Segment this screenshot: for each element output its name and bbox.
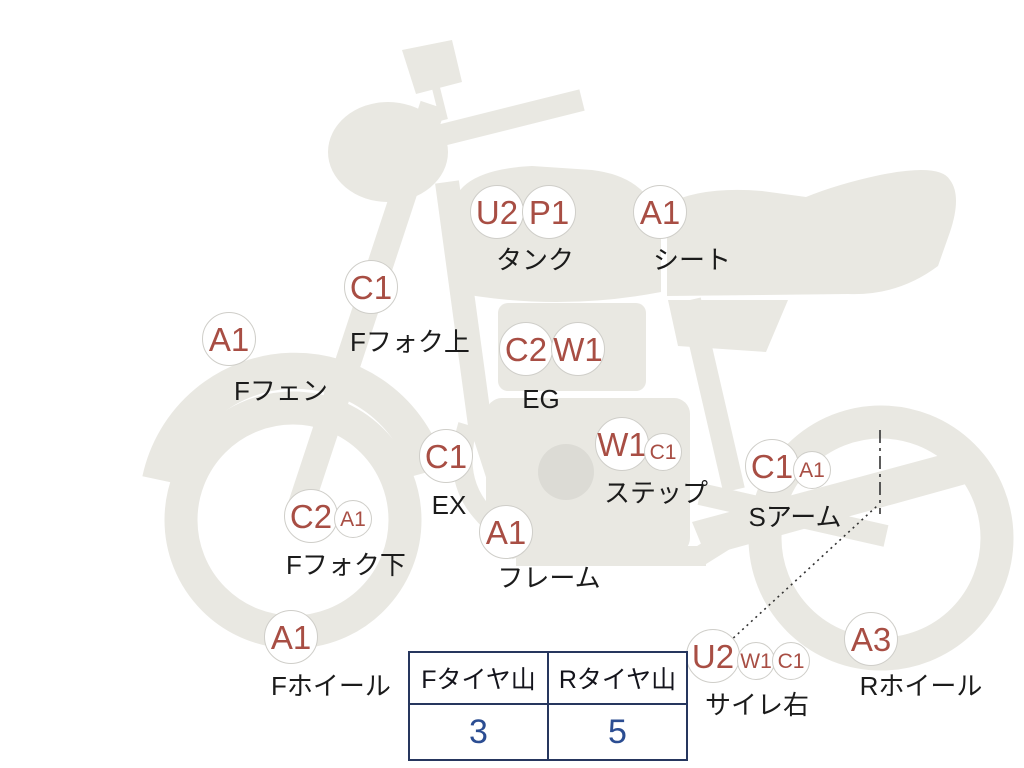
condition-code-front-fork-upper: C1 — [344, 260, 398, 314]
seat-tube-shape — [679, 297, 745, 493]
seat-shape — [667, 170, 956, 296]
silencer-shape — [692, 452, 966, 556]
part-label-exhaust: EX — [431, 490, 467, 520]
part-label-front-fender: Fフェン — [234, 376, 328, 406]
condition-code-silencer-3: C1 — [772, 642, 810, 680]
part-label-seat: シート — [652, 245, 732, 275]
mirror-stalk-shape — [432, 87, 448, 121]
condition-code-swing-arm-2: A1 — [793, 451, 831, 489]
condition-code-silencer-1: U2 — [686, 629, 740, 683]
front-tire-tread-header: Fタイヤ山 — [408, 651, 549, 705]
condition-code-tank-1: U2 — [470, 185, 524, 239]
part-label-front-wheel: Fホイール — [271, 671, 391, 701]
part-label-rear-wheel: Rホイール — [859, 671, 983, 701]
condition-code-swing-arm-1: C1 — [745, 439, 799, 493]
headlight-shape — [328, 102, 448, 202]
engine-cover-shape — [538, 444, 594, 500]
condition-code-front-fender: A1 — [202, 312, 256, 366]
condition-code-engine-1: C2 — [499, 322, 553, 376]
condition-code-engine-2: W1 — [551, 322, 605, 376]
rear-tire-tread-header: Rタイヤ山 — [547, 651, 688, 705]
part-label-step: ステップ — [603, 478, 709, 508]
front-tire-tread-value: 3 — [408, 703, 549, 761]
condition-code-tank-2: P1 — [522, 185, 576, 239]
condition-code-rear-wheel: A3 — [844, 612, 898, 666]
condition-code-front-fork-lower-2: A1 — [334, 500, 372, 538]
condition-code-exhaust: C1 — [419, 429, 473, 483]
condition-code-frame: A1 — [479, 505, 533, 559]
part-label-frame: フレーム — [497, 563, 601, 593]
part-label-front-fork-lower: Fフォク下 — [286, 550, 406, 580]
condition-code-front-wheel: A1 — [264, 610, 318, 664]
part-label-front-fork-upper: Fフォク上 — [350, 327, 470, 357]
part-label-silencer-right: サイレ右 — [704, 690, 810, 720]
condition-code-front-fork-lower-1: C2 — [284, 489, 338, 543]
mirror-shape — [402, 40, 462, 94]
condition-code-step-1: W1 — [595, 417, 649, 471]
condition-code-seat: A1 — [633, 185, 687, 239]
condition-code-step-2: C1 — [644, 433, 682, 471]
front-fender-shape — [142, 352, 446, 485]
down-tube-shape — [435, 180, 492, 427]
part-label-engine: EG — [522, 384, 560, 414]
condition-code-silencer-2: W1 — [737, 642, 775, 680]
tire-tread-table: Fタイヤ山 Rタイヤ山 3 5 — [408, 651, 688, 761]
rear-tire-tread-value: 5 — [547, 703, 688, 761]
part-label-swing-arm: Sアーム — [748, 502, 842, 532]
part-label-tank: タンク — [495, 245, 575, 275]
